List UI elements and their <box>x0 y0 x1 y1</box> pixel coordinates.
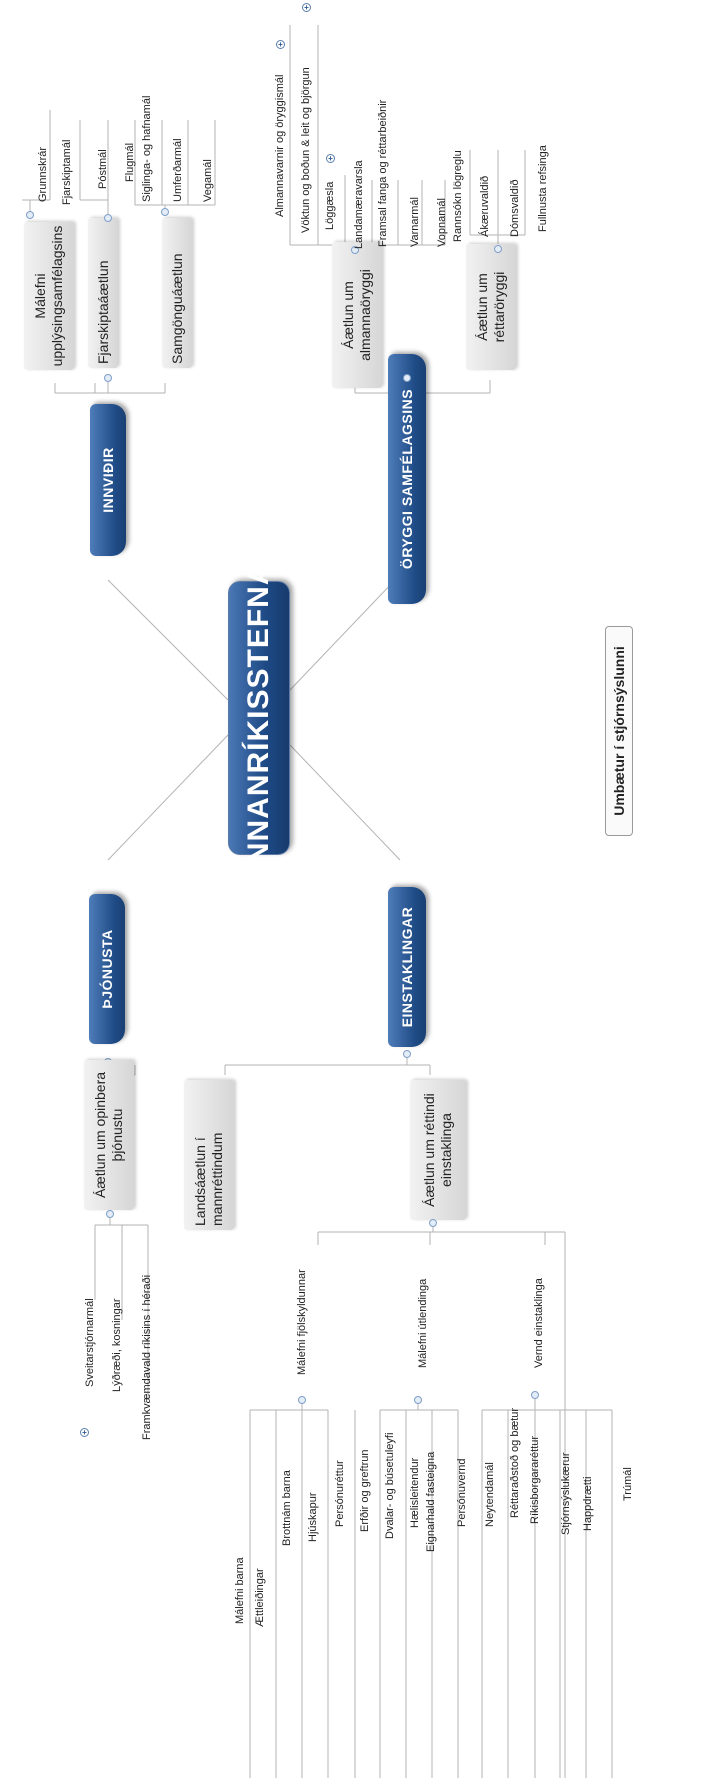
topic-malefni-utlendinga[interactable]: Málefni útlendinga <box>417 1278 429 1368</box>
collapse-icon[interactable] <box>429 1219 437 1227</box>
leaf-rikisborgararettur[interactable]: Ríkisborgararéttur <box>529 1435 541 1524</box>
leaf-varnarmal[interactable]: Varnarmál <box>409 197 421 247</box>
floating-topic-umbaetur[interactable]: Umbætur í stjórnsýslunni <box>605 626 633 836</box>
topic-vernd-einstaklinga[interactable]: Vernd einstaklinga <box>533 1278 545 1368</box>
leaf-eignarhald-fasteigna[interactable]: Eignarhald fasteigna <box>425 1451 437 1552</box>
collapse-icon[interactable] <box>104 214 112 222</box>
collapse-icon[interactable] <box>26 211 34 219</box>
leaf-fjarskiptamal[interactable]: Fjarskiptamál <box>61 139 73 205</box>
topic-upplysingsamfelagsins[interactable]: Málefni upplýsingsamfélagsins <box>24 222 74 370</box>
collapse-icon[interactable] <box>403 374 411 382</box>
leaf-fullnusta-refsinga[interactable]: Fullnusta refsinga <box>537 145 549 232</box>
leaf-voktun-og-bodun[interactable]: Vöktun og boðun & leit og björgun <box>300 67 312 233</box>
expand-icon[interactable]: + <box>80 1428 89 1437</box>
branch-thjonusta[interactable]: ÞJÓNUSTA <box>89 894 125 1044</box>
leaf-siglinga-og-hafnamal[interactable]: Siglinga- og hafnamál <box>141 95 153 202</box>
topic-samgonguaaetlun[interactable]: Samgönguáætlun <box>162 218 192 368</box>
collapse-icon[interactable] <box>298 1396 306 1404</box>
expand-icon[interactable]: + <box>302 3 311 12</box>
expand-icon[interactable]: + <box>326 154 335 163</box>
collapse-icon[interactable] <box>104 374 112 382</box>
leaf-stjornsyslukaerur[interactable]: Stjórnsýslukærur <box>560 1452 572 1535</box>
topic-opinber-thjonusta[interactable]: Áætlun um opinbera þjónustu <box>84 1060 134 1210</box>
branch-oryggi-samfelagsins[interactable]: ÖRYGGI SAMFÉLAGSINS <box>388 354 426 604</box>
leaf-flugmal[interactable]: Flugmál <box>124 142 136 182</box>
leaf-rettaradstod-og-baetur[interactable]: Réttaraðstoð og bætur <box>509 1407 521 1518</box>
leaf-framsal-fanga[interactable]: Framsal fanga og réttarbeiðnir <box>377 99 389 247</box>
leaf-almannavarnir[interactable]: Almannavarnir og öryggismál <box>274 74 286 217</box>
leaf-landamaeravarsla[interactable]: Landamæravarsla <box>353 160 365 249</box>
leaf-dvalar-og-busetuleyfi[interactable]: Dvalar- og búsetuleyfi <box>384 1432 396 1539</box>
branch-einstaklingar[interactable]: EINSTAKLINGAR <box>388 887 426 1047</box>
leaf-umferdarmal[interactable]: Umferðarmál <box>172 138 184 202</box>
leaf-personurettur[interactable]: Persónuréttur <box>334 1460 346 1527</box>
leaf-trumal[interactable]: Trúmál <box>622 1467 634 1501</box>
leaf-neytendamal[interactable]: Neytendamál <box>484 1462 496 1527</box>
expand-icon[interactable]: + <box>276 40 285 49</box>
leaf-malefni-barna[interactable]: Málefni barna <box>234 1557 246 1624</box>
leaf-aettleidingar[interactable]: Ættleiðingar <box>254 1568 266 1627</box>
collapse-icon[interactable] <box>161 208 169 216</box>
leaf-lydraedi-kosningar[interactable]: Lýðræði, kosningar <box>111 1298 123 1392</box>
leaf-vegamal[interactable]: Vegamál <box>202 159 214 202</box>
leaf-brottnam-barna[interactable]: Brottnám barna <box>281 1470 293 1546</box>
topic-almannaoryggi[interactable]: Áætlun um almannaöryggi <box>332 242 382 388</box>
topic-malefni-fjolskyldunnar[interactable]: Málefni fjölskyldunnar <box>296 1269 308 1375</box>
topic-fjarskiptaaaetlun[interactable]: Fjarskiptaáætlun <box>88 218 118 368</box>
collapse-icon[interactable] <box>414 1396 422 1404</box>
leaf-postmal[interactable]: Póstmál <box>97 149 109 189</box>
branch-innvidir[interactable]: INNVIÐIR <box>90 404 126 556</box>
root-topic[interactable]: INNANRÍKISSTEFNA <box>228 562 290 874</box>
collapse-icon[interactable] <box>106 1210 114 1218</box>
leaf-domsvaldid[interactable]: Dómsvaldið <box>509 179 521 237</box>
leaf-sveitarstjornarmal[interactable]: Sveitarstjórnarmál <box>84 1298 96 1387</box>
leaf-hjuskapur[interactable]: Hjúskapur <box>307 1492 319 1542</box>
leaf-grunnskrar[interactable]: Grunnskrár <box>37 146 49 202</box>
collapse-icon[interactable] <box>403 1050 411 1058</box>
leaf-personuvernd[interactable]: Persónuvernd <box>456 1458 468 1528</box>
collapse-icon[interactable] <box>351 246 359 254</box>
topic-landsaaetlun[interactable]: Landsáætlun í mannréttindum <box>184 1080 234 1230</box>
topic-rettaroryggi[interactable]: Áætlun um réttaröryggi <box>466 244 516 370</box>
leaf-rannsokn-logreglu[interactable]: Rannsókn lögreglu <box>452 150 464 242</box>
leaf-framkvaemdavald[interactable]: Framkvæmdavald ríkisins í héraði <box>141 1274 153 1440</box>
collapse-icon[interactable] <box>531 1391 539 1399</box>
leaf-loggaesla[interactable]: Löggæsla <box>324 181 336 230</box>
leaf-erfdir-og-greftrun[interactable]: Erfðir og greftrun <box>359 1449 371 1532</box>
collapse-icon[interactable] <box>494 245 502 253</box>
leaf-happdraetti[interactable]: Happdrætti <box>582 1476 594 1531</box>
leaf-akaeruvaldid[interactable]: Ákæruvaldið <box>479 175 491 237</box>
topic-rettindi-einstaklinga[interactable]: Áætlun um réttindi einstaklinga <box>410 1080 466 1220</box>
